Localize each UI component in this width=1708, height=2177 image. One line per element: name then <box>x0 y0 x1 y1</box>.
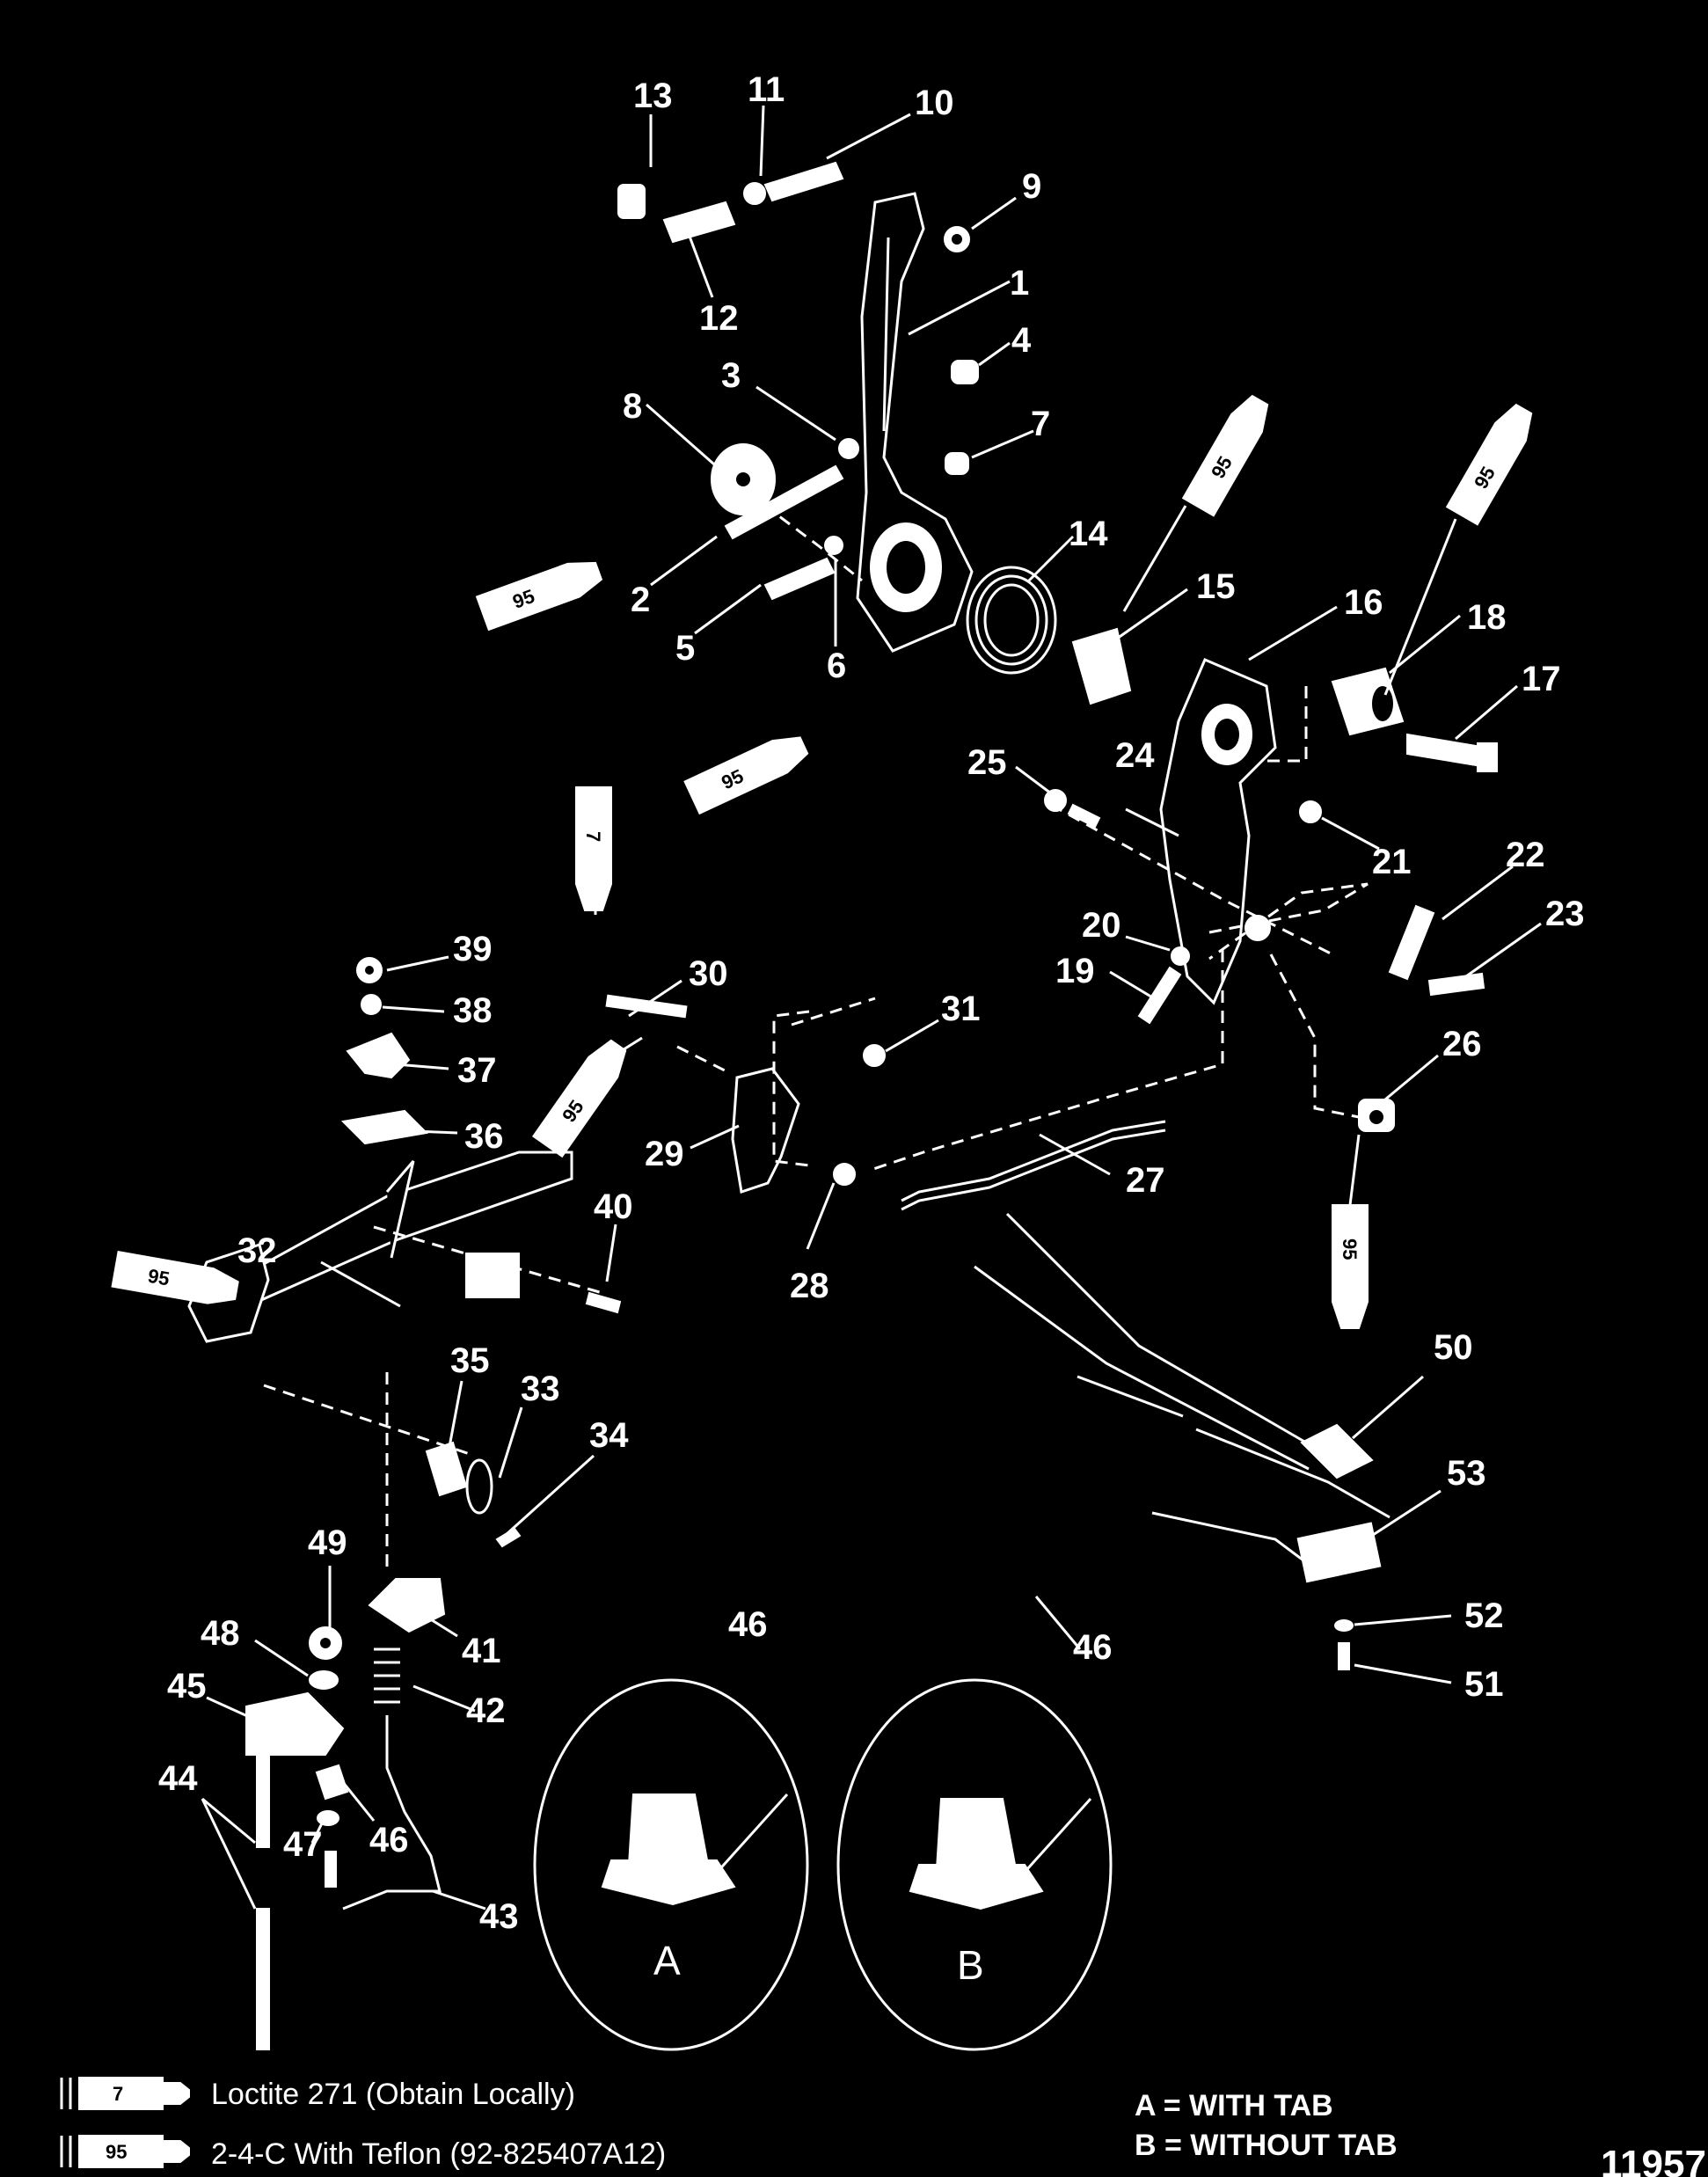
callout-10: 10 <box>915 84 954 122</box>
detail-label-b: B <box>957 1942 984 1988</box>
leader-lines <box>201 105 1542 1910</box>
svg-text:95: 95 <box>106 2141 127 2163</box>
svg-text:7: 7 <box>582 831 604 842</box>
callout-21: 21 <box>1372 843 1412 881</box>
part-drawings <box>187 161 1498 2050</box>
callout-30: 30 <box>689 954 728 993</box>
callout-48: 48 <box>201 1614 240 1653</box>
callout-45: 45 <box>167 1667 207 1706</box>
tube-95-lower-right: 95 <box>1332 1204 1369 1329</box>
callout-42: 42 <box>466 1691 506 1730</box>
callout-2: 2 <box>631 581 650 619</box>
callout-8: 8 <box>623 387 642 426</box>
detail-view-b: B 46 <box>836 1628 1113 2051</box>
tube-95-top: 95 <box>1181 394 1269 517</box>
callout-36: 36 <box>464 1117 504 1156</box>
callout-20: 20 <box>1082 906 1121 945</box>
note-with-tab: A = WITH TAB <box>1135 2089 1333 2122</box>
callout-52: 52 <box>1464 1596 1504 1635</box>
callout-47: 47 <box>283 1825 323 1864</box>
callout-50: 50 <box>1434 1328 1473 1367</box>
callout-18: 18 <box>1467 598 1507 637</box>
svg-text:95: 95 <box>1339 1238 1361 1260</box>
callout-25: 25 <box>967 743 1007 782</box>
callout-26: 26 <box>1442 1025 1482 1063</box>
tube-95-left: 95 <box>475 561 603 632</box>
callout-40: 40 <box>594 1187 633 1226</box>
callout-46: 46 <box>369 1821 409 1859</box>
callout-numbers: 1 2 3 4 5 6 7 8 9 10 11 12 13 14 15 16 1… <box>158 70 1585 1936</box>
callout-24: 24 <box>1115 736 1155 775</box>
tube-95-right: 95 <box>1445 403 1533 526</box>
detail-label-a: A <box>653 1938 681 1983</box>
sealant-tubes: 95 95 95 95 7 95 95 95 <box>111 394 1533 1329</box>
callout-34: 34 <box>589 1416 629 1455</box>
callout-41: 41 <box>462 1632 501 1670</box>
callout-51: 51 <box>1464 1665 1504 1704</box>
callout-3: 3 <box>721 356 741 395</box>
callout-44: 44 <box>158 1759 198 1798</box>
assembly-lines <box>263 491 1369 1574</box>
legend: 7 Loctite 271 (Obtain Locally) 95 2-4-C … <box>60 2077 1706 2177</box>
svg-text:7: 7 <box>113 2083 123 2105</box>
callout-28: 28 <box>790 1267 829 1305</box>
callout-31: 31 <box>941 990 981 1028</box>
svg-text:Loctite 271 (Obtain Locally): Loctite 271 (Obtain Locally) <box>211 2078 575 2111</box>
callout-11: 11 <box>748 70 785 109</box>
callout-37: 37 <box>457 1051 497 1090</box>
callout-19: 19 <box>1055 952 1095 990</box>
callout-15: 15 <box>1196 567 1236 606</box>
tube-95-lower-left: 95 <box>531 1039 627 1158</box>
callout-29: 29 <box>645 1135 684 1173</box>
callout-22: 22 <box>1506 836 1545 874</box>
callout-14: 14 <box>1069 515 1108 553</box>
callout-46-detail-a: 46 <box>728 1605 768 1644</box>
callout-13: 13 <box>633 77 673 115</box>
callout-38: 38 <box>453 991 493 1030</box>
tube-95-mid: 95 <box>683 736 809 815</box>
callout-6: 6 <box>827 647 846 685</box>
callout-46-detail-b: 46 <box>1073 1628 1113 1667</box>
tube-95-frame: 95 <box>111 1250 239 1304</box>
callout-33: 33 <box>521 1370 560 1408</box>
callout-23: 23 <box>1545 895 1585 933</box>
callout-35: 35 <box>450 1341 490 1380</box>
legend-item-teflon: 95 2-4-C With Teflon (92-825407A12) <box>60 2135 666 2171</box>
note-without-tab: B = WITHOUT TAB <box>1135 2129 1398 2162</box>
legend-item-loctite: 7 Loctite 271 (Obtain Locally) <box>60 2077 575 2111</box>
callout-49: 49 <box>308 1523 347 1562</box>
callout-16: 16 <box>1344 583 1383 622</box>
callout-32: 32 <box>237 1231 277 1270</box>
callout-5: 5 <box>675 629 695 668</box>
svg-text:95: 95 <box>146 1265 171 1290</box>
detail-view-a: A 46 <box>533 1605 809 2051</box>
callout-27: 27 <box>1126 1161 1165 1200</box>
callout-39: 39 <box>453 930 493 968</box>
callout-53: 53 <box>1447 1454 1486 1493</box>
callout-7: 7 <box>1031 405 1050 443</box>
tube-7: 7 <box>575 786 612 911</box>
callout-1: 1 <box>1010 264 1029 303</box>
callout-17: 17 <box>1522 660 1561 698</box>
svg-text:2-4-C With Teflon (92-825407A: 2-4-C With Teflon (92-825407A12) <box>211 2137 666 2171</box>
document-id: 11957 <box>1601 2143 1706 2177</box>
callout-9: 9 <box>1022 167 1041 206</box>
callout-12: 12 <box>699 299 739 338</box>
callout-43: 43 <box>479 1897 519 1936</box>
callout-4: 4 <box>1011 321 1032 360</box>
